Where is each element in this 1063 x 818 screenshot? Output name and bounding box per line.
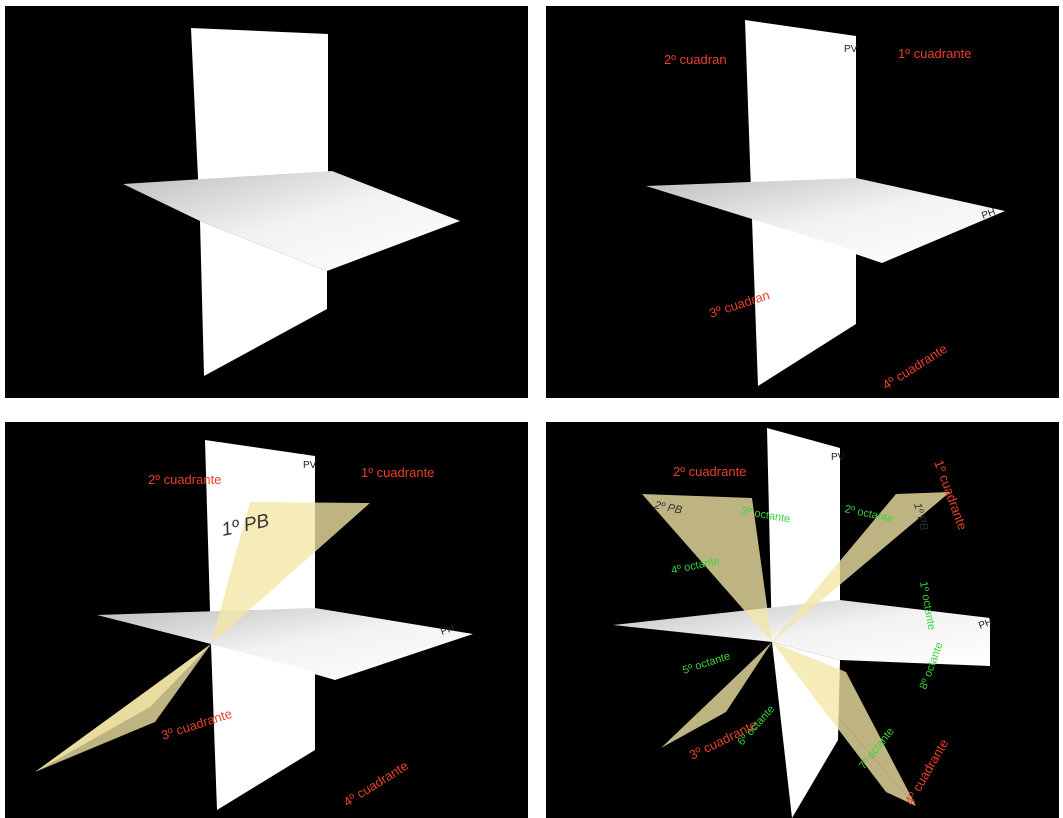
- panel-first-bisector: PV PH 2º cuadrante 1º cuadrante 3º cuadr…: [5, 422, 528, 818]
- first-bisector-plane: [35, 502, 370, 772]
- label-quadrant-4: 4º cuadrante: [341, 758, 411, 810]
- label-quadrant-4: 4º cuadrante: [880, 341, 950, 393]
- label-quadrant-2: 2º cuadrante: [148, 472, 221, 487]
- vertical-plane-upper: [191, 28, 328, 221]
- vertical-plane-lower: [200, 221, 327, 376]
- label-pv: PV: [844, 44, 858, 55]
- label-pv: PV: [831, 452, 845, 463]
- second-bisector-plane-lower: [772, 642, 916, 806]
- label-ph: PH: [439, 623, 456, 638]
- planes-diagram-3: PV PH 2º cuadrante 1º cuadrante 3º cuadr…: [35, 440, 473, 810]
- second-bisector-plane: [642, 494, 916, 806]
- label-quadrant-2: 2º cuadran: [664, 52, 727, 67]
- first-bisector-plane-lower: [35, 644, 211, 772]
- planes-diagram-1: [123, 28, 460, 376]
- vertical-plane-upper: [745, 20, 856, 219]
- label-quadrant-4: 4º cuadrante: [902, 736, 952, 807]
- label-ph: PH: [980, 207, 997, 222]
- vertical-plane-lower: [752, 219, 856, 386]
- label-second-bisector: 2º PB: [652, 499, 683, 517]
- first-bisector-plane: [661, 492, 950, 748]
- horizontal-plane: [97, 608, 473, 680]
- label-quadrant-1: 1º cuadrante: [898, 46, 971, 61]
- label-quadrant-1: 1º cuadrante: [361, 465, 434, 480]
- planes-diagram-2: PV PH 2º cuadran 1º cuadrante 3º cuadran…: [646, 20, 1005, 393]
- horizontal-plane: [613, 600, 990, 666]
- panel-planes: [5, 6, 528, 398]
- horizontal-plane: [646, 178, 1005, 263]
- vertical-plane-lower: [211, 644, 315, 810]
- panel-octants: PV PH 2º cuadrante 1º cuadrante 3º cuadr…: [546, 422, 1059, 818]
- panel-quadrants: PV PH 2º cuadran 1º cuadrante 3º cuadran…: [546, 6, 1059, 398]
- label-pv: PV: [303, 460, 317, 471]
- label-ph: PH: [977, 617, 994, 632]
- planes-diagram-4: PV PH 2º cuadrante 1º cuadrante 3º cuadr…: [613, 428, 994, 818]
- label-octant-5: 5º octante: [681, 650, 732, 677]
- label-quadrant-2: 2º cuadrante: [673, 464, 746, 479]
- horizontal-plane: [123, 171, 460, 271]
